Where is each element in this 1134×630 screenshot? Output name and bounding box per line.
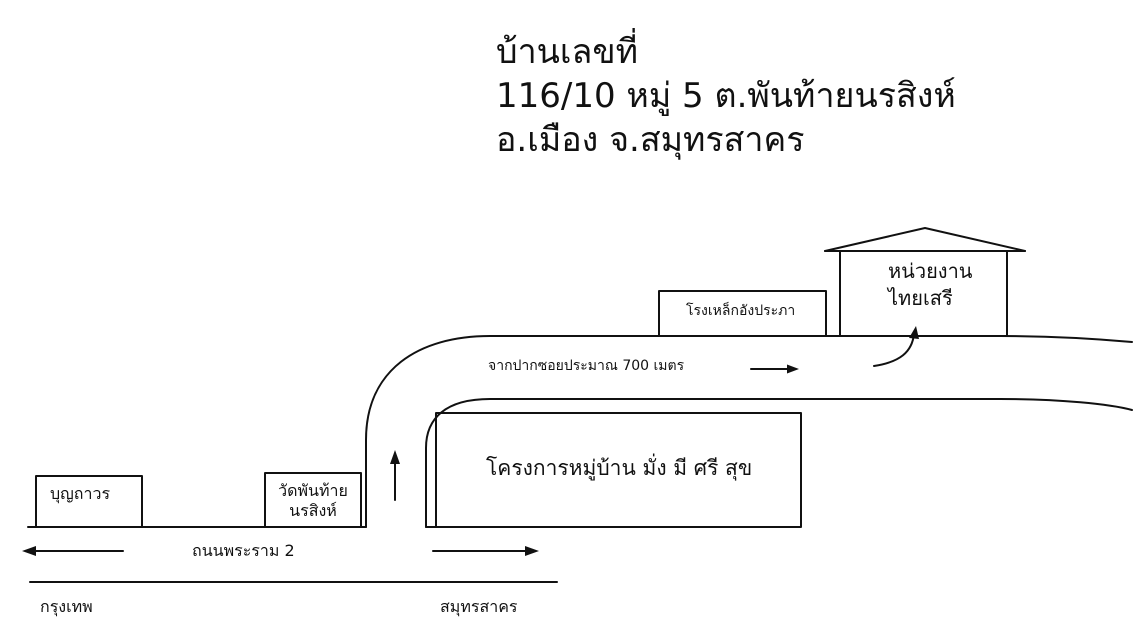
destination-label: หน่วยงาน ไทยเสรี xyxy=(888,258,972,312)
wat-building xyxy=(264,472,362,528)
arrow-right-head xyxy=(525,546,539,556)
address-line-1: บ้านเลขที่ xyxy=(496,32,639,72)
boonthawon-building xyxy=(35,475,143,528)
main-road-label: ถนนพระราม 2 xyxy=(192,541,295,560)
arrow-curved-shaft xyxy=(873,333,915,367)
steel-factory-label: โรงเหล็กอังประภา xyxy=(686,303,796,319)
direction-right-label: สมุทรสาคร xyxy=(440,597,518,616)
arrow-up-head xyxy=(390,450,400,464)
destination-label-line-1: หน่วยงาน xyxy=(888,259,973,283)
soi-distance-label: จากปากซอยประมาณ 700 เมตร xyxy=(488,358,685,374)
wat-label-line-2: นรสิงห์ xyxy=(289,501,337,520)
destination-building xyxy=(839,250,1008,337)
destination-label-line-2: ไทยเสรี xyxy=(888,286,953,310)
steel-factory-building xyxy=(658,290,827,337)
arrow-soi-head xyxy=(787,364,799,374)
destination-roof xyxy=(824,227,1026,252)
wat-label: วัดพันท้าย นรสิงห์ xyxy=(265,481,361,521)
boonthawon-label: บุญถาวร xyxy=(50,484,111,503)
direction-left-label: กรุงเทพ xyxy=(40,597,93,616)
arrow-curved-head xyxy=(909,326,919,339)
wat-label-line-1: วัดพันท้าย xyxy=(278,481,348,500)
address-line-2: 116/10 หมู่ 5 ต.พันท้ายนรสิงห์ xyxy=(496,76,956,116)
village-project-label: โครงการหมู่บ้าน มั่ง มี ศรี สุข xyxy=(486,456,753,480)
address-block: บ้านเลขที่ 116/10 หมู่ 5 ต.พันท้ายนรสิงห… xyxy=(496,30,956,162)
address-line-3: อ.เมือง จ.สมุทรสาคร xyxy=(496,120,805,160)
village-project-building xyxy=(435,412,802,528)
soi-edge-outer xyxy=(365,335,1133,528)
soi-edge-inner xyxy=(425,398,1133,528)
arrow-left-head xyxy=(22,546,36,556)
